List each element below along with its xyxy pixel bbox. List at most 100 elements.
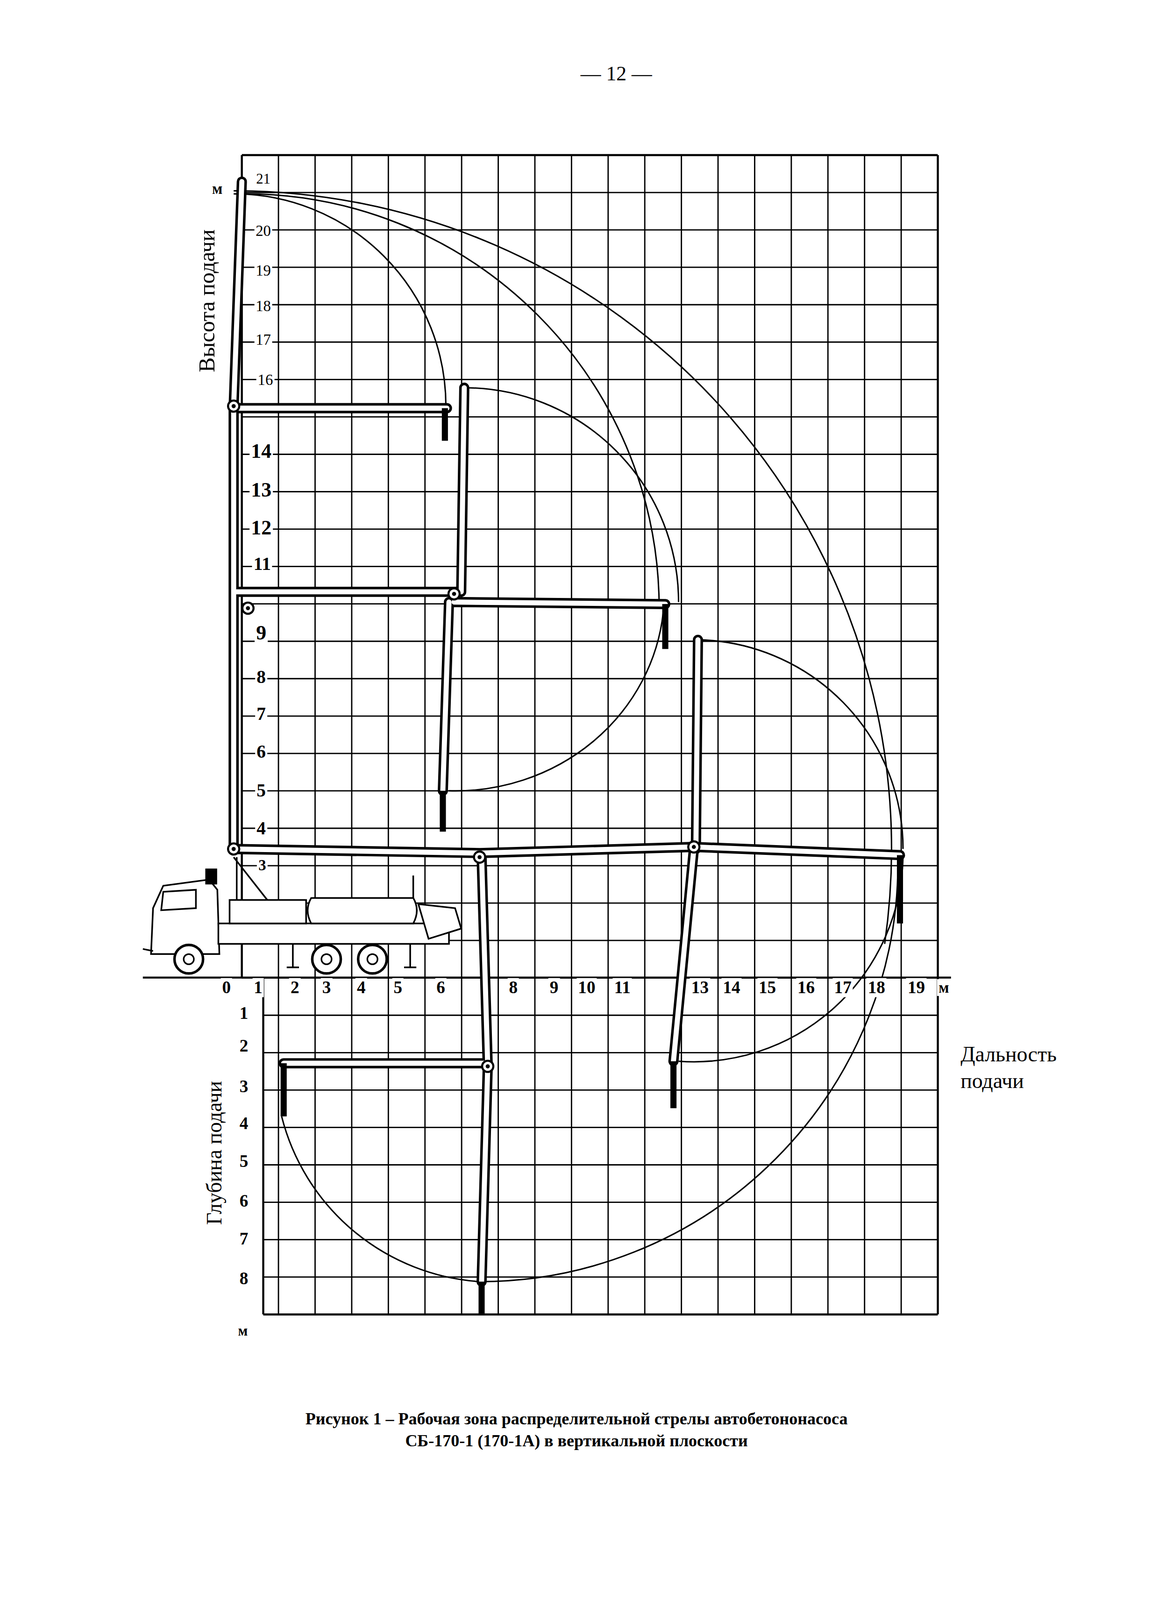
axis-number: 4 (255, 818, 268, 839)
boom-section (233, 181, 242, 850)
reach-arc (281, 1116, 480, 1282)
axis-number: 6 (434, 978, 447, 998)
grid-line (241, 565, 939, 568)
unit-label: м (210, 180, 224, 198)
grid-line (241, 715, 939, 717)
grid-line (263, 1201, 939, 1203)
axis-number: 19 (254, 262, 273, 279)
hinge-pin (452, 591, 457, 597)
boom-hinge (482, 1060, 494, 1073)
outrigger (286, 943, 299, 968)
stake (412, 875, 414, 898)
axis-number: 7 (238, 1229, 250, 1249)
figure-caption: Рисунок 1 – Рабочая зона распределительн… (300, 1408, 853, 1452)
boom-section-core (673, 848, 695, 1061)
axis-number: 18 (866, 978, 887, 998)
axis-number: 11 (252, 554, 273, 575)
axis-number: 8 (255, 667, 268, 688)
end-hose (441, 408, 448, 441)
axis-number: 4 (238, 1113, 250, 1133)
unit-label: м (236, 1323, 249, 1340)
wheel (312, 945, 341, 974)
axis-title: Дальность подачи (959, 1040, 1085, 1095)
hinge-pin (691, 845, 697, 850)
axis-number: 10 (576, 978, 597, 998)
grid-line (241, 865, 939, 867)
grid-line (263, 1089, 939, 1091)
axis-number: 12 (249, 516, 273, 539)
grid-line (461, 977, 463, 1315)
boom (227, 181, 900, 1315)
reach-arc (464, 387, 679, 603)
grid-line (241, 640, 939, 642)
axis-number: 13 (689, 978, 711, 998)
page-number: — 12 — (579, 62, 654, 85)
axis-number: 11 (612, 978, 633, 998)
axis-number: 18 (254, 297, 273, 315)
boom-section-core (233, 405, 448, 411)
axis-number: 1 (252, 978, 264, 998)
axis-number: 7 (255, 704, 268, 725)
hinge-pin (231, 846, 236, 852)
axis-number: 4 (355, 978, 368, 998)
axis-number: 2 (238, 1036, 250, 1056)
boom-section-core (236, 387, 465, 592)
grid-line (241, 192, 939, 194)
turret-post (235, 857, 238, 901)
grid-line (241, 490, 939, 493)
grid-line (387, 977, 390, 1315)
reach-arc (233, 190, 892, 944)
reach-arc (244, 193, 660, 609)
grid-line (644, 977, 646, 1315)
end-hose (670, 1061, 677, 1109)
reach-arc (678, 857, 904, 1062)
grid-line (790, 977, 792, 1315)
axis-number: 16 (256, 371, 275, 389)
wheel-hub (321, 953, 332, 965)
hinge-pin (477, 854, 482, 860)
axis-number: 8 (238, 1268, 250, 1288)
axis-number: 17 (254, 331, 273, 349)
chassis (218, 923, 449, 945)
reach-arc (448, 612, 664, 791)
grid-line (900, 977, 903, 1315)
end-hose (478, 1281, 485, 1315)
boom-hinge (227, 843, 240, 855)
grid-line (241, 752, 939, 754)
boom-section (283, 1058, 488, 1069)
truck-cab (150, 879, 220, 954)
grid (241, 155, 939, 1315)
boom-support (233, 857, 268, 901)
axis-number: 21 (254, 171, 272, 188)
grid-line (241, 341, 939, 343)
boom-section-core (233, 846, 900, 855)
wheel (174, 945, 204, 974)
wheel-hub (183, 953, 194, 965)
boom-section-core (454, 602, 666, 605)
grid-line (753, 977, 756, 1315)
grid-line (424, 977, 426, 1315)
axis-number: 17 (832, 978, 854, 998)
axis-number: 2 (289, 978, 301, 998)
grid-line (314, 977, 316, 1315)
hinge-pin (245, 605, 250, 611)
grid-line (717, 977, 719, 1315)
unit-label: м (937, 979, 951, 996)
boom-hinge (227, 400, 240, 412)
axis-number: 14 (721, 978, 742, 998)
axis-number: 14 (249, 439, 273, 463)
reach-arc (697, 640, 904, 850)
reach-arc (233, 193, 446, 406)
boom-section (236, 387, 465, 592)
grid-line (607, 977, 609, 1315)
exhaust (206, 869, 217, 884)
boom-section (233, 403, 448, 414)
boom-section (696, 640, 698, 850)
hinge-pin (231, 404, 236, 409)
axis-number: 9 (254, 621, 268, 644)
grid-line (263, 1313, 939, 1316)
boom-hinge (242, 602, 254, 614)
grid-line (827, 977, 829, 1315)
axis-number: 6 (238, 1191, 250, 1211)
